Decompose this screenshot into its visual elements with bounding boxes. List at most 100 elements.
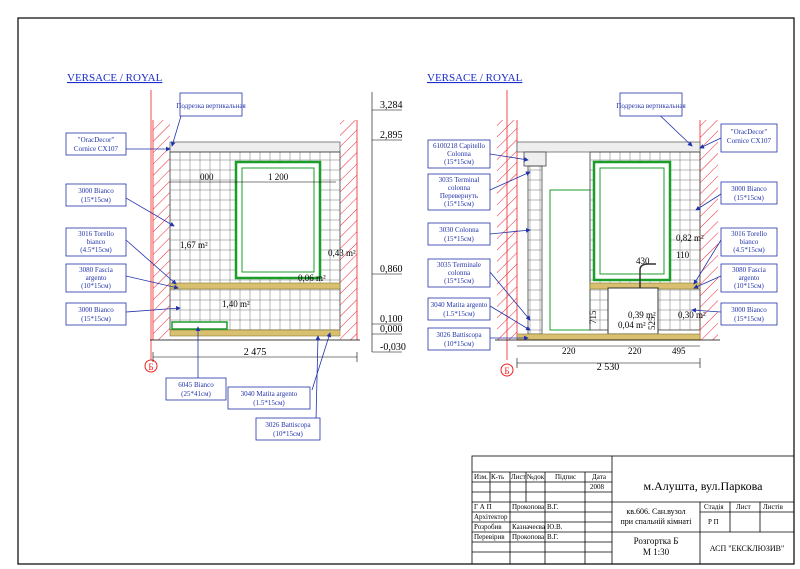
svg-text:(10*15см): (10*15см) [444, 340, 474, 348]
right-column-capital [523, 151, 547, 167]
left-axis-label: Б [148, 362, 153, 372]
svg-text:(4.5*15см): (4.5*15см) [80, 246, 112, 254]
right-label-matita: 3040 Matita argento (1.5*15см) [427, 297, 491, 321]
svg-text:525: 525 [647, 316, 657, 330]
title-block-text: Изм. К-ть Лист №док Підпис Дата 2008 Г А… [474, 473, 784, 557]
left-dim-mirror: 1 200 [268, 172, 289, 182]
tb-header-list: Лист [511, 473, 526, 481]
svg-text:Подрезка вертикальная: Подрезка вертикальная [616, 102, 686, 110]
svg-text:Розробив: Розробив [474, 523, 502, 531]
left-label-matita: 3040 Matita argento (1.5*15см) [227, 386, 311, 410]
svg-text:(15*15см): (15*15см) [81, 196, 111, 204]
svg-text:(15*15см): (15*15см) [444, 200, 474, 208]
svg-text:3040 Matita argento: 3040 Matita argento [431, 301, 488, 309]
right-area-2: 0,39 m² [628, 310, 656, 320]
right-label-battiscopa: 3026 Battiscopa (10*15см) [427, 327, 491, 351]
svg-text:Архітектор: Архітектор [474, 513, 508, 521]
svg-text:"OracDecor": "OracDecor" [731, 128, 768, 136]
svg-text:(15*15см): (15*15см) [734, 194, 764, 202]
svg-text:6100218 Capitello: 6100218 Capitello [433, 142, 485, 150]
svg-text:argento: argento [739, 274, 760, 282]
right-column [527, 165, 543, 335]
svg-text:Ю.В.: Ю.В. [547, 523, 563, 531]
svg-text:(10*15см): (10*15см) [81, 282, 111, 290]
tb-company: АСП "ЕКСКЛЮЗИВ" [710, 544, 785, 553]
elev-base: 0,100 [380, 314, 403, 325]
tb-lists-header: Листів [763, 503, 784, 511]
svg-text:bianco: bianco [87, 238, 106, 246]
svg-text:Перевернуть: Перевернуть [440, 192, 478, 200]
svg-text:3000 Bianco: 3000 Bianco [78, 187, 114, 195]
right-floor [516, 333, 701, 341]
tb-sheet-title-1: Розгортка Б [634, 536, 679, 546]
left-wall-left [153, 120, 170, 340]
right-niche [549, 189, 591, 331]
svg-text:Г А П: Г А П [474, 503, 492, 511]
svg-text:Прокопова: Прокопова [512, 503, 545, 511]
svg-text:Cornice CX107: Cornice CX107 [727, 137, 772, 145]
right-label-capitello: 6100218 Capitello Colonna (15*15см) [427, 139, 491, 169]
tb-subject-2: при спальній кімнаті [621, 517, 693, 526]
svg-text:3026 Battiscopa: 3026 Battiscopa [436, 331, 482, 339]
svg-text:3016 Torello: 3016 Torello [731, 230, 767, 238]
svg-text:(1.5*15см): (1.5*15см) [253, 399, 285, 407]
svg-text:argento: argento [86, 274, 107, 282]
right-label-terminal-bottom: 3035 Terminale colonna (15*15см) [427, 258, 491, 288]
title-block [471, 455, 795, 565]
left-label-tile-top: 3000 Bianco (15*15см) [65, 183, 127, 207]
tb-year: 2008 [590, 483, 605, 491]
right-axis-label: Б [504, 366, 509, 376]
tb-stage-header: Стадія [704, 503, 724, 511]
svg-text:Прокопова: Прокопова [512, 533, 545, 541]
tb-subject-1: кв.606. Сан.вузол [626, 507, 685, 516]
left-label-cornice: "OracDecor" Cornice CX107 [65, 132, 127, 156]
svg-text:3030 Colonna: 3030 Colonna [439, 226, 479, 234]
svg-text:3000 Bianco: 3000 Bianco [78, 306, 114, 314]
left-label-section: Подрезка вертикальная [176, 92, 246, 117]
left-elevation-marks: 3,284 2,895 0,860 0,100 0,000 -0,030 [371, 92, 406, 353]
svg-text:(4.5*15см): (4.5*15см) [733, 246, 765, 254]
right-wall-right [700, 120, 718, 340]
left-label-battiscopa: 3026 Battiscopa (10*15см) [255, 417, 321, 441]
svg-text:"OracDecor": "OracDecor" [78, 136, 115, 144]
right-area-3: 0,30 m² [678, 310, 706, 320]
svg-text:colonna: colonna [448, 269, 471, 277]
left-label-torello: 3016 Torello bianco (4.5*15см) [65, 227, 127, 257]
left-area-2: 0,43 m² [328, 248, 356, 258]
right-elevation: VERSACE / ROYAL Б 0,82 m² 0,39 m² 0,30 m… [427, 72, 778, 377]
left-cornice [169, 141, 341, 153]
left-floor-tile [171, 321, 228, 330]
svg-text:(1.5*15см): (1.5*15см) [443, 310, 475, 318]
svg-text:495: 495 [672, 346, 686, 356]
svg-text:3035 Terminal: 3035 Terminal [439, 176, 480, 184]
svg-text:3035 Terminale: 3035 Terminale [437, 261, 481, 269]
right-label-colonna: 3030 Colonna (15*15см) [427, 222, 491, 246]
elev-fascia: 0,860 [380, 264, 403, 275]
svg-text:3080 Fascia: 3080 Fascia [79, 266, 114, 274]
left-area-3: 0,06 m² [298, 273, 326, 283]
right-axis-bubble [500, 363, 514, 377]
svg-text:220: 220 [628, 346, 642, 356]
left-area-4: 1,40 m² [222, 299, 250, 309]
svg-text:В.Г.: В.Г. [547, 503, 559, 511]
left-label-floor-tile: 6045 Bianco (25*41см) [165, 377, 227, 401]
right-label-fascia: 3080 Fascia argento (10*15см) [720, 263, 778, 293]
svg-text:3080 Fascia: 3080 Fascia [732, 266, 767, 274]
right-wall-left [497, 120, 517, 340]
right-cornice [516, 141, 701, 153]
svg-text:(10*15см): (10*15см) [273, 430, 303, 438]
right-label-cornice: "OracDecor" Cornice CX107 [720, 123, 778, 153]
left-area-1: 1,67 m² [180, 240, 208, 250]
svg-text:3026 Battiscopa: 3026 Battiscopa [265, 421, 311, 429]
right-dimensions: 430 110 715 525 220 220 495 2 530 [516, 250, 701, 373]
svg-text:6045 Bianco: 6045 Bianco [178, 381, 214, 389]
svg-text:(10*15см): (10*15см) [734, 282, 764, 290]
left-floor [169, 329, 341, 337]
left-wall-right [340, 120, 357, 340]
right-area-1: 0,82 m² [676, 233, 704, 243]
svg-text:3016 Torello: 3016 Torello [78, 230, 114, 238]
svg-text:В.Г.: В.Г. [547, 533, 559, 541]
svg-text:Перевірив: Перевірив [474, 533, 505, 541]
right-label-terminal-top: 3035 Terminal colonna Перевернуть (15*15… [427, 173, 491, 211]
svg-text:colonna: colonna [448, 184, 471, 192]
